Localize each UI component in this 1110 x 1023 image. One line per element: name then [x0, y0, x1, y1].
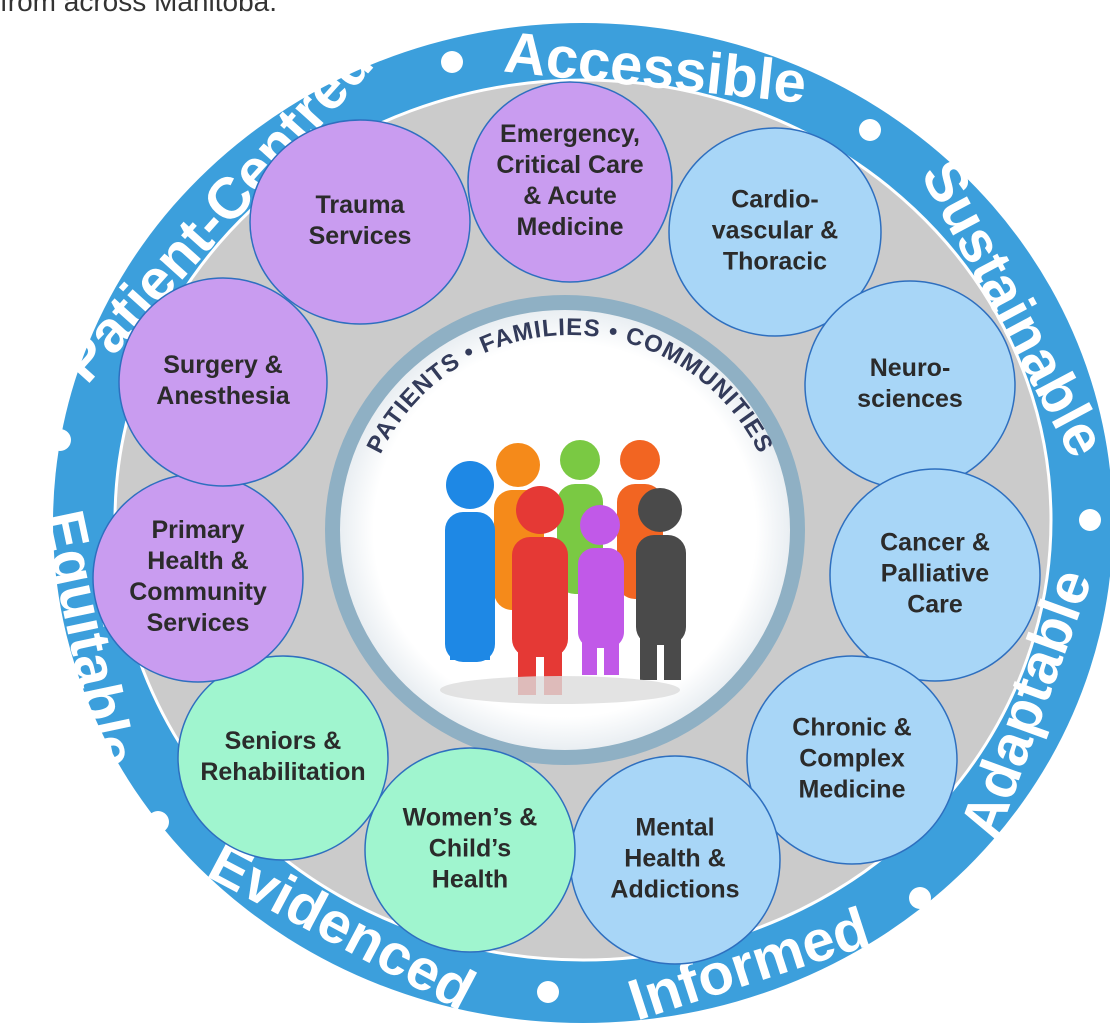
service-label-line: Medicine: [517, 213, 624, 241]
service-label-line: & Acute: [523, 182, 617, 210]
service-label-line: Health &: [624, 845, 725, 873]
service-circle-shape: [829, 468, 1041, 682]
service-label-line: Thoracic: [723, 248, 827, 276]
service-circle: Cardio-vascular & Thoracic: [668, 127, 882, 337]
service-label-line: Medicine: [799, 776, 906, 804]
service-label-line: Palliative: [881, 560, 989, 588]
header-text: from across Manitoba.: [0, 0, 277, 17]
service-label-line: Trauma: [316, 191, 406, 219]
service-circle: Seniors & Rehabilitation: [177, 655, 389, 861]
service-label-line: Complex: [799, 745, 905, 773]
service-label-line: Cancer &: [880, 529, 990, 557]
service-label-line: Anesthesia: [156, 382, 290, 410]
service-circle: Surgery & Anesthesia: [118, 277, 328, 487]
service-label-line: Women’s &: [403, 804, 538, 832]
service-circle-shape: [364, 747, 576, 953]
service-label-line: Seniors &: [225, 727, 342, 755]
service-label-line: Rehabilitation: [200, 758, 365, 786]
ring-dot: [441, 51, 463, 73]
service-circle-shape: [118, 277, 328, 487]
service-label-line: Cardio-: [731, 186, 819, 214]
ring-dot: [909, 887, 931, 909]
service-label-line: Community: [129, 578, 267, 606]
service-label-line: Neuro-: [870, 354, 951, 382]
service-label-line: Chronic &: [792, 714, 911, 742]
ring-dot: [49, 429, 71, 451]
service-circle-shape: [746, 655, 958, 865]
ring-dot: [1079, 509, 1101, 531]
service-label-line: Addictions: [610, 876, 739, 904]
service-circle-shape: [249, 119, 471, 325]
group-of-people-icon: [440, 440, 686, 704]
service-label-line: Child’s: [429, 835, 511, 863]
ring-dot: [147, 811, 169, 833]
service-circle-shape: [467, 81, 673, 283]
service-circle-shape: [177, 655, 389, 861]
service-label-line: Surgery &: [163, 351, 282, 379]
service-label-line: Mental: [635, 814, 714, 842]
service-label-line: sciences: [857, 385, 963, 413]
service-label-line: Health &: [147, 547, 248, 575]
service-label-line: vascular &: [712, 217, 838, 245]
service-label-line: Care: [907, 591, 963, 619]
service-circle-shape: [668, 127, 882, 337]
service-label-line: Emergency,: [500, 120, 640, 148]
service-label-line: Health: [432, 866, 508, 894]
ring-dot: [859, 119, 881, 141]
service-label-line: Services: [147, 609, 250, 637]
ring-dot: [537, 981, 559, 1003]
service-circle: Neuro-sciences: [804, 280, 1016, 490]
service-label-line: Services: [309, 222, 412, 250]
service-label-line: Primary: [151, 516, 244, 544]
service-label-line: Critical Care: [496, 151, 643, 179]
